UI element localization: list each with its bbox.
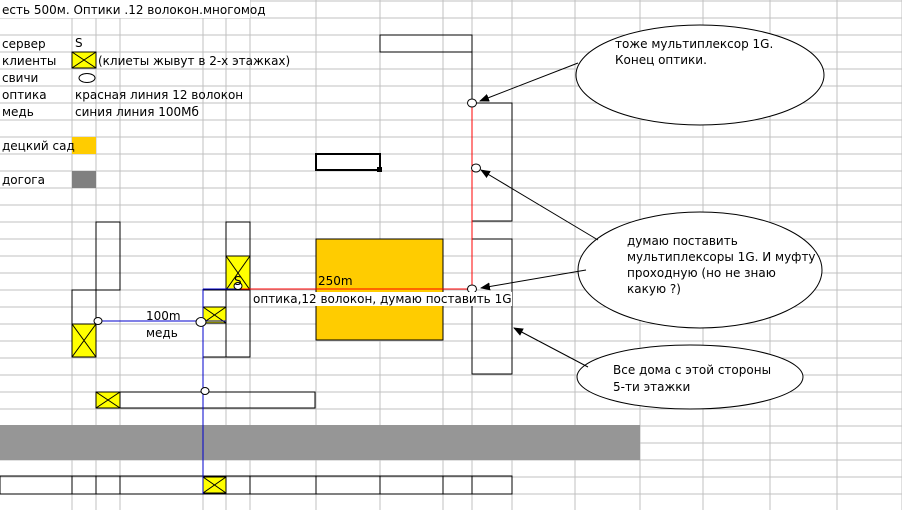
switch-node bbox=[200, 387, 210, 395]
legend-road-swatch bbox=[72, 171, 96, 188]
callout-1[interactable] bbox=[575, 24, 825, 126]
copper-label: медь bbox=[146, 326, 178, 340]
callout-2-line-2: мультиплексоры 1G. И муфту bbox=[627, 250, 816, 264]
callout-2[interactable] bbox=[577, 211, 823, 329]
server-label: S bbox=[234, 274, 242, 288]
switch-node bbox=[471, 163, 481, 173]
callout-1-line-1: тоже мультиплексор 1G. bbox=[615, 37, 774, 51]
legend-switches-label[interactable]: свичи bbox=[2, 71, 39, 85]
callout-3-line-2: 5-ти этажки bbox=[613, 380, 691, 394]
optic-line bbox=[238, 103, 473, 290]
callout-2-line-3: проходную (но не знаю bbox=[627, 266, 776, 280]
callout-3[interactable] bbox=[576, 344, 804, 410]
switch-node bbox=[233, 282, 243, 290]
legend-kindergarten-label[interactable]: децкий сад bbox=[2, 139, 75, 153]
legend-clients-label[interactable]: клиенты bbox=[2, 54, 57, 68]
switch-node bbox=[93, 317, 103, 325]
client-cell bbox=[95, 391, 121, 409]
sheet-title[interactable]: есть 500м. Оптики .12 волокон.многомод bbox=[2, 3, 266, 17]
legend-kindergarten-swatch bbox=[72, 137, 96, 154]
title-cell[interactable] bbox=[0, 0, 250, 18]
legend-clients-value[interactable]: (клиеты жывут в 2-х этажках) bbox=[98, 54, 291, 68]
client-cell bbox=[71, 323, 97, 358]
copper-distance-label: 100m bbox=[146, 309, 181, 323]
switch-node bbox=[195, 317, 207, 327]
legend-optics-value[interactable]: красная линия 12 волокон bbox=[75, 88, 244, 102]
legend-server-value[interactable]: S bbox=[75, 36, 83, 50]
optic-note: оптика,12 волокон, думаю поставить 1G bbox=[253, 292, 512, 306]
arrows bbox=[479, 62, 599, 368]
legend-copper-value[interactable]: синия линия 100Мб bbox=[75, 105, 199, 119]
selected-cell[interactable] bbox=[315, 153, 381, 171]
legend-optics-label[interactable]: оптика bbox=[2, 88, 47, 102]
optic-distance-label: 250m bbox=[318, 274, 353, 288]
client-cell bbox=[202, 476, 227, 494]
callout-3-line-1: Все дома с этой стороны bbox=[613, 363, 772, 377]
client-cells bbox=[71, 255, 251, 494]
legend-client-cross-icon bbox=[71, 51, 97, 69]
legend-server-label[interactable]: сервер bbox=[2, 37, 46, 51]
road bbox=[0, 425, 640, 460]
legend-copper-label[interactable]: медь bbox=[2, 105, 34, 119]
switch-node bbox=[467, 98, 477, 108]
callout-2-line-1: думаю поставить bbox=[627, 234, 738, 248]
fill-handle[interactable] bbox=[377, 167, 382, 172]
legend-road-label[interactable]: догога bbox=[2, 173, 45, 187]
callout-1-line-2: Конец оптики. bbox=[615, 53, 707, 67]
switches bbox=[93, 98, 481, 395]
callout-2-line-4: какую ?) bbox=[627, 282, 681, 296]
legend-switch-swatch bbox=[78, 73, 96, 83]
